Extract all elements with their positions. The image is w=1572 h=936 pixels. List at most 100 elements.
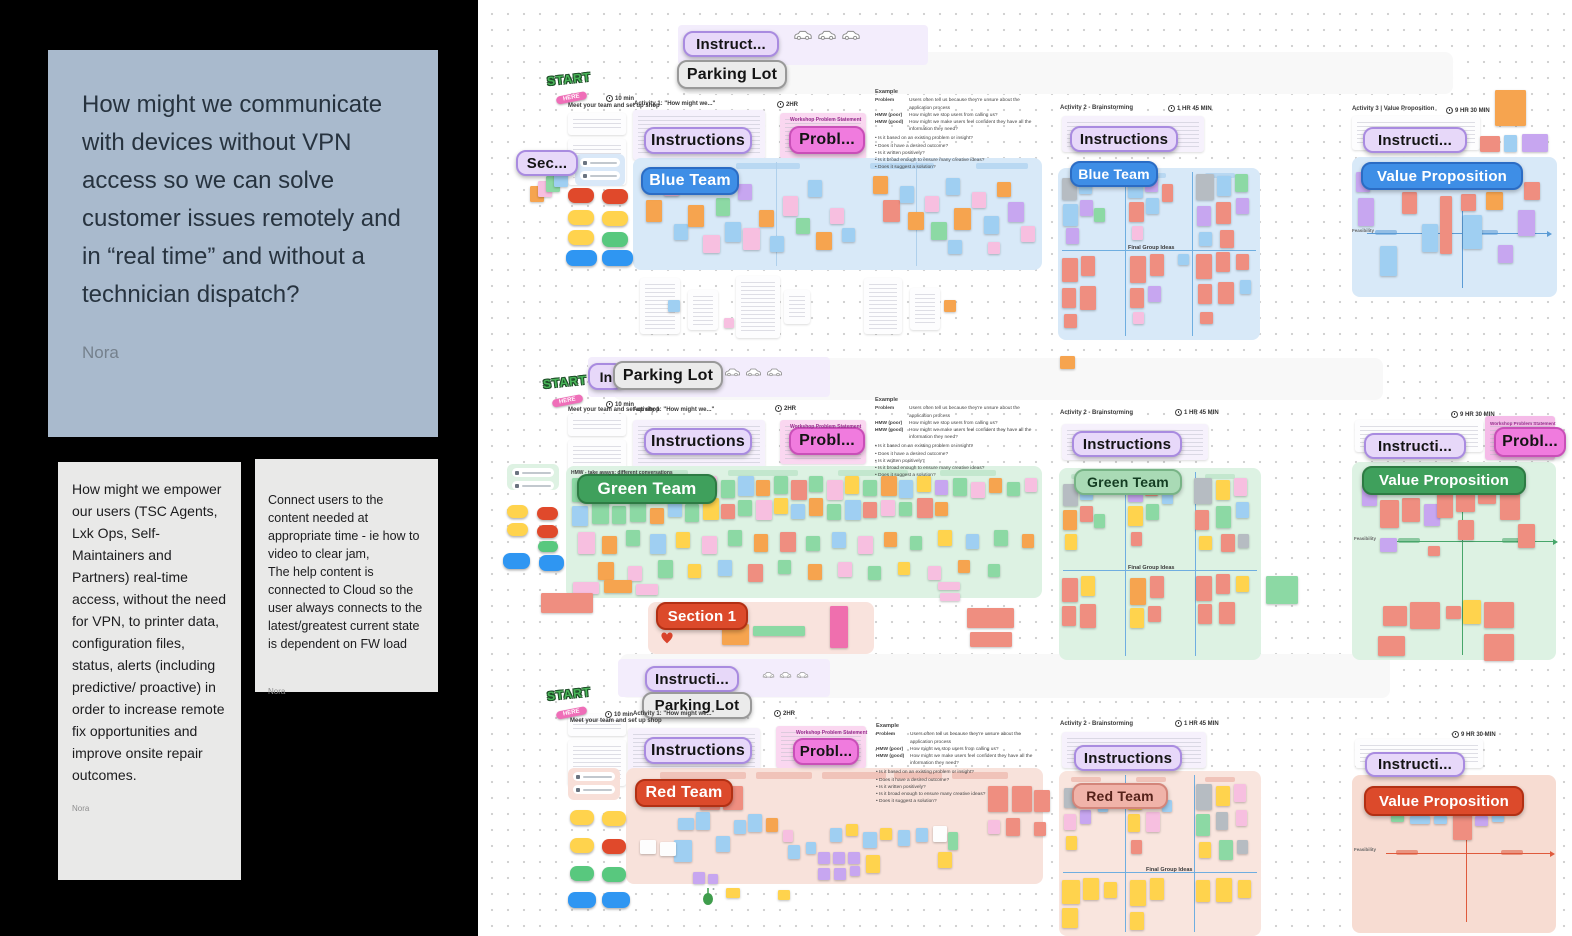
sticky-note[interactable] (658, 560, 673, 578)
sticky-note[interactable] (541, 593, 593, 613)
sticky-note[interactable] (842, 228, 855, 242)
sticky-note[interactable] (716, 836, 730, 852)
sticky-note[interactable] (1495, 90, 1526, 126)
agenda-chip[interactable] (503, 553, 530, 569)
sticky-note[interactable] (1063, 510, 1077, 530)
sticky-note[interactable] (1060, 356, 1075, 369)
sticky-note[interactable] (818, 852, 830, 864)
sticky-note[interactable] (1094, 514, 1105, 528)
sticky-note[interactable] (1216, 252, 1230, 272)
sticky-note[interactable] (668, 500, 682, 517)
sticky-note[interactable] (954, 208, 971, 230)
sticky-note[interactable] (1200, 312, 1213, 324)
agenda-chip[interactable] (602, 250, 633, 266)
problem-pill[interactable]: Probl... (789, 427, 865, 455)
sticky-note[interactable] (1162, 800, 1172, 812)
instructions-pill[interactable]: Instructions (644, 428, 752, 455)
sticky-note[interactable] (931, 222, 947, 240)
sticky-note[interactable] (1240, 280, 1251, 294)
sticky-note[interactable] (1410, 816, 1430, 824)
sticky-note[interactable] (1148, 286, 1161, 302)
sticky-note[interactable] (873, 176, 888, 194)
sticky-note[interactable] (602, 536, 617, 554)
sticky-note[interactable] (1080, 286, 1096, 310)
sticky-note[interactable] (1524, 182, 1540, 200)
sticky-note[interactable] (770, 236, 784, 252)
sticky-note[interactable] (1130, 256, 1146, 283)
sticky-note[interactable] (738, 500, 752, 516)
sticky-note[interactable] (1128, 506, 1143, 526)
instructions-pill[interactable]: Instructi... (1363, 127, 1467, 153)
sticky-note[interactable] (1237, 840, 1248, 854)
sticky-note[interactable] (816, 232, 832, 250)
idea-note[interactable] (864, 278, 902, 334)
sticky-note[interactable] (612, 506, 626, 524)
sticky-note[interactable] (1402, 498, 1420, 522)
sticky-note[interactable] (806, 842, 816, 854)
sticky-note[interactable] (1216, 812, 1228, 830)
sticky-note[interactable] (1522, 134, 1548, 152)
sticky-note[interactable] (1148, 606, 1161, 622)
sticky-note[interactable] (970, 632, 1012, 647)
green-team-pill[interactable]: Green Team (577, 474, 717, 504)
sticky-note[interactable] (1422, 224, 1438, 252)
sticky-note[interactable] (1198, 284, 1212, 304)
sticky-note[interactable] (693, 872, 705, 884)
sticky-note[interactable] (1458, 520, 1474, 540)
sticky-note[interactable] (660, 842, 676, 856)
sticky-note[interactable] (1062, 288, 1076, 308)
sticky-note[interactable] (774, 498, 788, 514)
sticky-note[interactable] (726, 888, 740, 898)
sticky-note[interactable] (630, 500, 646, 522)
sticky-note[interactable] (1380, 246, 1397, 276)
agenda-chip[interactable] (568, 188, 594, 203)
sticky-note[interactable] (1217, 176, 1231, 196)
sticky-note[interactable] (1391, 814, 1404, 822)
sticky-note[interactable] (1266, 576, 1298, 604)
sticky-note[interactable] (845, 500, 861, 520)
agenda-chip[interactable] (602, 892, 630, 908)
sticky-note[interactable] (1410, 602, 1440, 629)
sticky-note[interactable] (708, 874, 718, 884)
sticky-note[interactable] (1199, 536, 1212, 550)
sticky-note[interactable] (1480, 136, 1500, 152)
agenda-chip[interactable] (570, 810, 594, 825)
sticky-note[interactable] (674, 840, 692, 862)
sticky-note[interactable] (845, 476, 859, 494)
sticky-note[interactable] (592, 500, 609, 524)
sticky-note[interactable] (604, 580, 632, 593)
sticky-note[interactable] (946, 178, 960, 195)
instruction-document[interactable] (568, 113, 626, 135)
heart-doodle[interactable] (660, 631, 674, 649)
agenda-chip[interactable] (537, 507, 558, 520)
blue-team-pill[interactable]: Blue Team (641, 167, 739, 195)
agenda-chip[interactable] (539, 555, 564, 571)
sticky-note[interactable] (898, 562, 910, 575)
agenda-chip[interactable] (507, 505, 528, 518)
idea-note[interactable] (784, 290, 810, 324)
sticky-note[interactable] (1218, 282, 1234, 304)
instructions-pill[interactable]: Instructi... (1365, 752, 1465, 777)
sticky-note[interactable] (1446, 606, 1461, 619)
sticky-note[interactable] (1498, 245, 1513, 263)
sticky-note[interactable] (1236, 576, 1249, 592)
parking-instructions-pill[interactable]: Instructi... (645, 666, 739, 692)
sticky-note[interactable] (1424, 504, 1440, 526)
value-proposition-pill[interactable]: Value Proposition (1361, 162, 1523, 190)
sticky-note[interactable] (838, 562, 852, 577)
sticky-note[interactable] (703, 235, 720, 253)
sticky-note[interactable] (1196, 784, 1212, 810)
sticky-note[interactable] (1146, 504, 1159, 520)
facilitator-panel[interactable] (507, 464, 559, 490)
sticky-note[interactable] (1504, 135, 1517, 152)
sticky-note[interactable] (1065, 534, 1077, 550)
sticky-note[interactable] (1216, 574, 1230, 594)
sticky-note[interactable] (984, 216, 999, 234)
sticky-note[interactable] (1063, 204, 1078, 226)
sticky-note[interactable] (938, 852, 952, 868)
sticky-note[interactable] (910, 536, 922, 550)
section-1-pill[interactable]: Section 1 (656, 602, 748, 630)
sticky-note[interactable] (997, 182, 1011, 197)
